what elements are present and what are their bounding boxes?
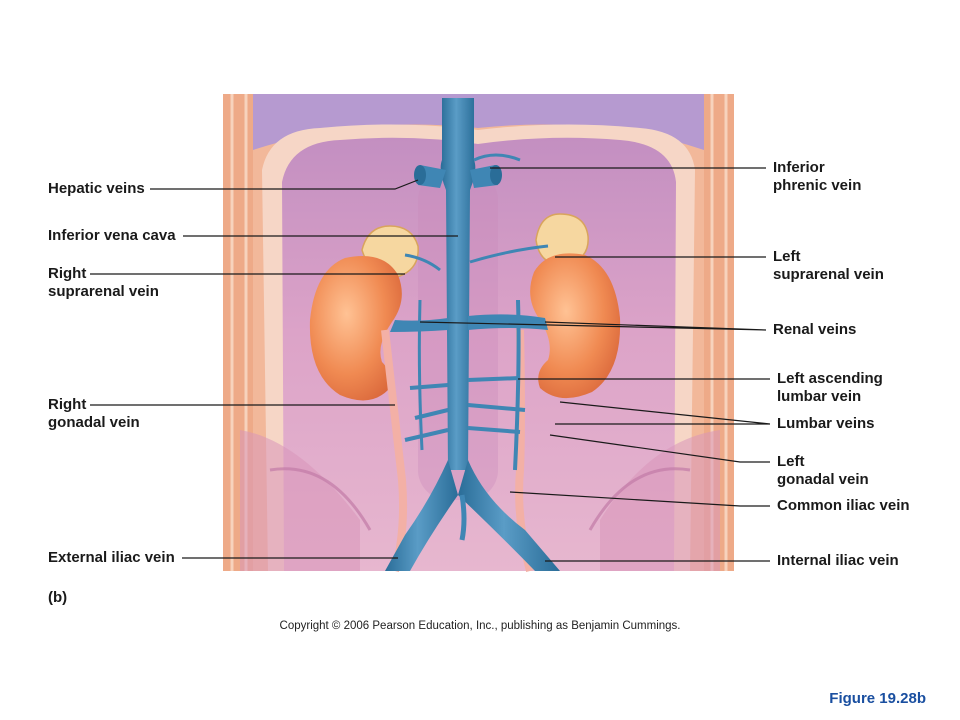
leader-hepatic-veins <box>150 179 419 190</box>
label-right-suprarenal-vein: Right suprarenal vein <box>48 265 159 301</box>
right-gonadal-vessel <box>381 329 408 573</box>
label-renal-veins-text: Renal veins <box>773 321 857 338</box>
venous-system <box>385 98 560 571</box>
leader-lumbar-veins <box>555 401 771 425</box>
label-external-iliac-text: External iliac vein <box>48 549 175 566</box>
label-common-iliac-text: Common iliac vein <box>777 497 910 514</box>
label-left-suprarenal-line2: suprarenal vein <box>773 266 884 283</box>
label-inferior-vena-cava-text: Inferior vena cava <box>48 227 176 244</box>
leader-left-gonadal <box>549 434 770 463</box>
label-internal-iliac-vein: Internal iliac vein <box>777 552 899 570</box>
label-renal-veins: Renal veins <box>773 321 856 339</box>
figure-number: Figure 19.28b <box>829 690 926 707</box>
pelvic-region <box>240 430 720 571</box>
leader-lines <box>90 167 771 562</box>
label-left-suprarenal-line1: Left <box>773 248 801 265</box>
leader-common-iliac <box>509 491 770 507</box>
label-lumbar-veins: Lumbar veins <box>777 415 875 433</box>
label-inferior-phrenic-vein: Inferior phrenic vein <box>773 159 861 195</box>
pelvic-fold <box>269 467 691 531</box>
label-inferior-phrenic-line2: phrenic vein <box>773 177 862 194</box>
label-lumbar-veins-text: Lumbar veins <box>777 415 875 432</box>
label-internal-iliac-text: Internal iliac vein <box>777 552 899 569</box>
label-left-ascending-lumbar-line1: Left ascending <box>777 370 883 387</box>
label-left-gonadal-vein: Left gonadal vein <box>777 453 869 489</box>
label-left-ascending-lumbar-vein: Left ascending lumbar vein <box>777 370 883 406</box>
leader-renal-veins <box>419 321 767 331</box>
label-hepatic-veins: Hepatic veins <box>48 180 145 198</box>
label-right-suprarenal-line1: Right <box>48 265 87 282</box>
diaphragm <box>253 94 704 150</box>
label-right-suprarenal-line2: suprarenal vein <box>48 283 159 300</box>
figure-part-label: (b) <box>48 589 68 606</box>
label-left-gonadal-line1: Left <box>777 453 805 470</box>
label-right-gonadal-vein: Right gonadal vein <box>48 396 140 432</box>
label-hepatic-veins-text: Hepatic veins <box>48 180 145 197</box>
label-inferior-phrenic-line1: Inferior <box>773 159 825 176</box>
label-common-iliac-vein: Common iliac vein <box>777 497 910 515</box>
label-left-ascending-lumbar-line2: lumbar vein <box>777 388 862 405</box>
label-right-gonadal-line1: Right <box>48 396 87 413</box>
label-external-iliac-vein: External iliac vein <box>48 549 175 567</box>
label-inferior-vena-cava: Inferior vena cava <box>48 227 176 245</box>
label-left-suprarenal-vein: Left suprarenal vein <box>773 248 884 284</box>
right-kidney <box>309 256 402 401</box>
label-right-gonadal-line2: gonadal vein <box>48 414 140 431</box>
label-left-gonadal-line2: gonadal vein <box>777 471 869 488</box>
copyright-notice: Copyright © 2006 Pearson Education, Inc.… <box>279 620 681 632</box>
